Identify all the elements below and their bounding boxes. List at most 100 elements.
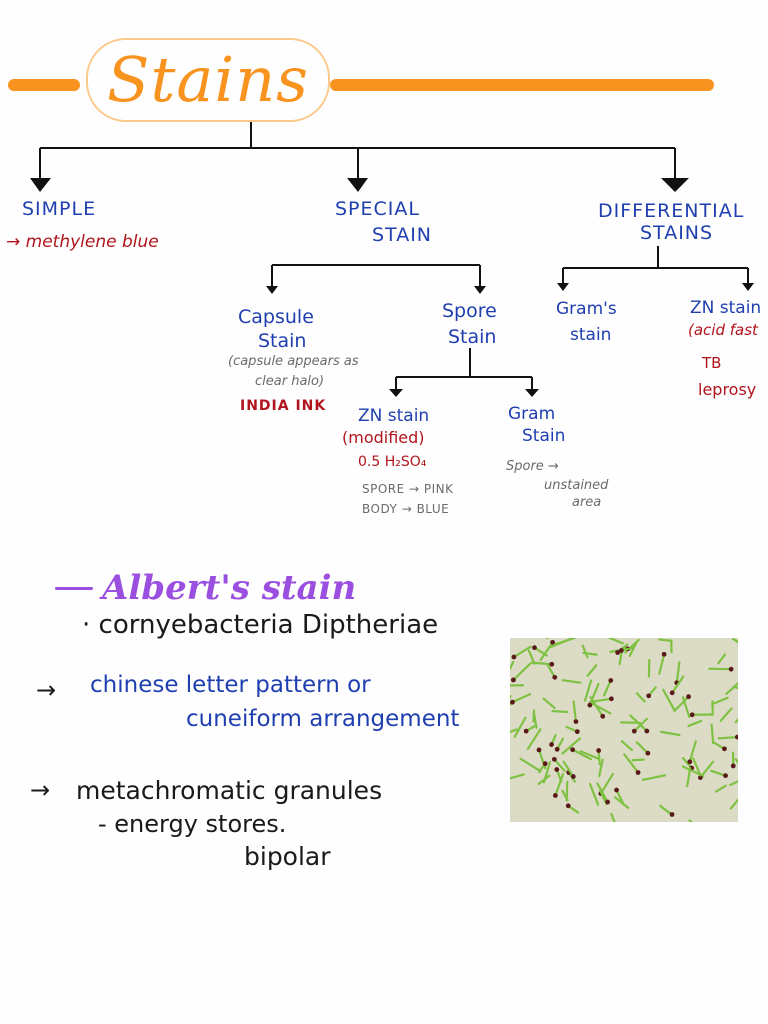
granule	[644, 728, 650, 734]
granule	[687, 759, 693, 765]
arrowhead-gram-spore	[525, 389, 539, 397]
bacillus-rod	[561, 679, 582, 684]
granule	[600, 713, 606, 719]
granule	[686, 694, 691, 700]
bacillus-rod	[519, 757, 542, 773]
bacillus-rod	[719, 707, 733, 722]
heading-dash	[55, 587, 93, 590]
bacillus-rod	[579, 750, 600, 760]
bacillus-rod	[589, 701, 612, 715]
granule	[549, 661, 555, 667]
bacillus-rod	[675, 661, 681, 684]
bacillus-rod	[733, 685, 738, 690]
granule	[552, 674, 558, 680]
title-bar-left	[8, 79, 80, 91]
arrowhead-grams	[557, 283, 569, 291]
bacillus-rod	[542, 697, 556, 710]
bacillus-rod	[729, 780, 738, 787]
bacillus-rod	[602, 679, 612, 697]
simple-example: → methylene blue	[6, 232, 159, 252]
node-differential-line2: STAINS	[640, 222, 714, 244]
capsule-note-line1: (capsule appears as	[228, 354, 359, 369]
bacillus-rod	[688, 740, 697, 763]
bacillus-rod	[699, 760, 715, 779]
granule	[510, 677, 516, 683]
granule	[587, 702, 593, 708]
bacillus-rod	[641, 774, 667, 781]
node-zn-diff: ZN stain	[690, 298, 762, 318]
bacillus-rod	[513, 716, 527, 738]
bacillus-rod	[671, 675, 685, 694]
granule	[608, 696, 614, 702]
node-capsule-line2: Stain	[258, 330, 307, 352]
albert-heading: Albert's stain	[102, 568, 357, 608]
bacillus-rod	[717, 653, 727, 665]
bacillus-rod	[586, 664, 598, 677]
arrowhead-capsule	[266, 286, 278, 294]
node-grams-line1: Gram's	[556, 299, 617, 319]
bacillus-rod	[717, 736, 738, 740]
granule	[615, 650, 621, 655]
granule	[523, 728, 529, 734]
bacillus-rod	[734, 718, 738, 724]
bacillus-rod	[551, 709, 569, 714]
granule	[549, 742, 554, 747]
bacillus-rod	[583, 679, 593, 702]
granule	[614, 787, 619, 793]
granule	[722, 746, 727, 752]
arrow-icon: →	[6, 232, 21, 252]
albert-pattern-line1: chinese letter pattern or	[90, 672, 371, 698]
bacillus-rod	[588, 782, 600, 806]
granule	[542, 761, 548, 767]
granule	[669, 690, 675, 696]
bacillus-rod	[692, 757, 702, 777]
bacillus-rod	[539, 641, 554, 662]
node-gram-spore-line1: Gram	[508, 404, 556, 424]
bacillus-rod	[510, 773, 525, 780]
bacillus-rod	[512, 645, 532, 659]
bacillus-rod	[554, 638, 576, 646]
bacillus-rod	[581, 644, 589, 659]
granule	[645, 750, 651, 756]
bacillus-rod	[565, 780, 569, 802]
arrow-icon: →	[36, 676, 57, 704]
zn-spore-result-spore: SPORE → PINK	[362, 482, 454, 496]
granule	[635, 770, 641, 775]
granule	[552, 793, 558, 798]
granule	[554, 767, 560, 772]
granule	[532, 645, 537, 651]
node-special-line1: SPECIAL	[335, 198, 420, 220]
bacillus-rod	[596, 782, 609, 804]
granule	[510, 699, 515, 705]
bacillus-rod	[527, 649, 536, 665]
bacillus-rod	[589, 697, 613, 703]
bacillus-rod	[511, 693, 532, 704]
bacillus-rod	[662, 688, 676, 712]
bacillus-rod	[623, 753, 640, 774]
granule	[570, 774, 576, 779]
node-spore-line1: Spore	[442, 300, 497, 322]
tree-connectors	[30, 122, 754, 397]
gram-spore-note-line1: Spore →	[506, 459, 559, 474]
granule	[550, 639, 555, 645]
node-grams-line2: stain	[570, 325, 612, 345]
bacillus-rod	[658, 638, 673, 642]
bacillus-rod	[599, 772, 615, 795]
bacillus-rod	[732, 638, 738, 644]
arrowhead-special	[347, 178, 368, 192]
bacillus-rod	[673, 695, 690, 713]
bacillus-rod	[562, 760, 575, 778]
granule	[605, 799, 611, 805]
bacillus-rod	[571, 748, 592, 761]
bacillus-rod	[635, 692, 646, 703]
node-differential-line1: DIFFERENTIAL	[598, 200, 745, 222]
granule	[536, 747, 542, 753]
granule	[669, 812, 675, 817]
bacillus-rod	[553, 758, 566, 773]
bacillus-rod	[542, 760, 552, 784]
granule	[730, 763, 736, 769]
bacillus-rod	[660, 730, 681, 737]
arrow-icon: →	[30, 776, 51, 804]
capsule-note-line2: clear halo)	[255, 374, 325, 389]
bacillus-rod	[530, 661, 553, 666]
